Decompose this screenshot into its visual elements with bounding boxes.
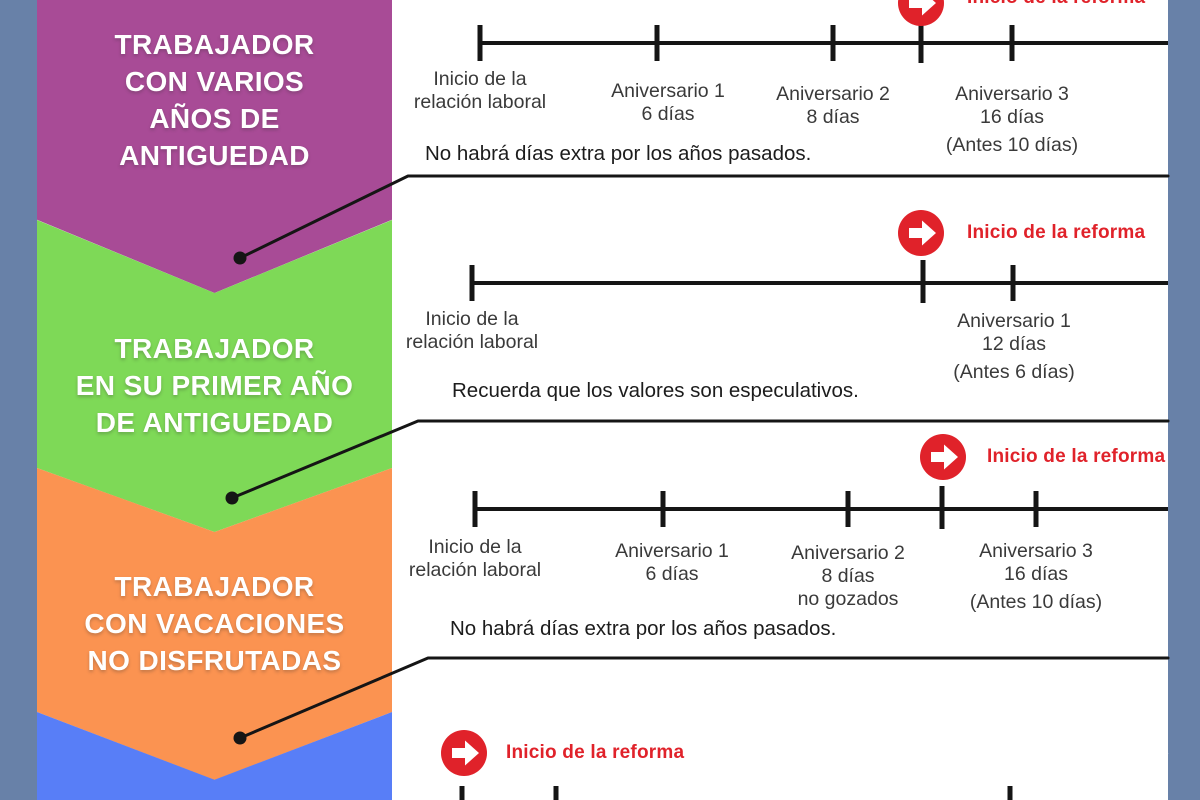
event-line-2: relación laboral (413, 91, 547, 113)
timeline-3-event-aniv3: Aniversario 3 16 días (Antes 10 días) (911, 540, 1161, 614)
timeline-1-axis (477, 20, 1168, 63)
event-line-2: relación laboral (408, 559, 542, 581)
reform-label: Inicio de la reforma (506, 742, 685, 763)
timeline-1-event-aniv2: Aniversario 2 8 días (708, 83, 958, 129)
event-line-2: 6 días (645, 563, 699, 585)
section-title-line: CON VARIOS (124, 66, 305, 97)
section-title-line: TRABAJADOR (114, 571, 315, 602)
event-line-1: Inicio de la (425, 308, 519, 330)
event-line-2: relación laboral (405, 331, 539, 353)
event-line-1: Aniversario 3 (955, 83, 1069, 105)
timeline-2-event-aniv1: Aniversario 1 12 días (Antes 6 días) (889, 310, 1139, 384)
event-line-1: Aniversario 2 (776, 83, 890, 105)
event-line-1: Aniversario 2 (791, 542, 905, 564)
arrow-right-icon (898, 210, 944, 256)
right-frame-strip (1168, 0, 1200, 800)
section-title-line: AÑOS DE (149, 103, 280, 134)
event-line-1: Aniversario 3 (979, 540, 1093, 562)
timeline-1-event-inicio: Inicio de la relación laboral (355, 68, 605, 114)
section-title-line: CON VACACIONES (84, 608, 345, 639)
section-title-line: ANTIGUEDAD (119, 140, 310, 171)
event-line-2: 16 días (980, 106, 1044, 128)
event-line-2: 16 días (1004, 563, 1068, 585)
event-line-2: 12 días (982, 333, 1046, 355)
timeline-2-axis (469, 260, 1168, 303)
left-frame-strip (0, 0, 37, 800)
event-line-2: 8 días (806, 106, 860, 128)
event-line-2: 8 días (821, 565, 875, 587)
reform-label: Inicio de la reforma (967, 222, 1146, 243)
reform-label: Inicio de la reforma (987, 446, 1166, 467)
event-line-1: Aniversario 1 (957, 310, 1071, 332)
timeline-2-event-inicio: Inicio de la relación laboral (347, 308, 597, 354)
watermark-x: X (1153, 733, 1170, 760)
section-title-line: EN SU PRIMER AÑO (75, 370, 354, 401)
timeline-3-event-aniv2: Aniversario 2 8 días no gozados (723, 542, 973, 611)
event-line-2: 6 días (641, 103, 695, 125)
timeline-1-event-aniv1: Aniversario 1 6 días (543, 80, 793, 126)
event-before-note: (Antes 10 días) (945, 134, 1079, 156)
arrow-right-icon (898, 0, 944, 26)
event-before-note: (Antes 10 días) (969, 591, 1103, 613)
reform-badge-2 (898, 210, 944, 256)
timeline-3-event-aniv1: Aniversario 1 6 días (547, 540, 797, 586)
timeline-4-axis (459, 786, 1013, 800)
timeline-1-event-aniv3: Aniversario 3 16 días (Antes 10 días) (887, 83, 1137, 157)
arrow-right-icon (441, 730, 487, 776)
event-line-1: Aniversario 1 (615, 540, 729, 562)
reform-badge-4 (441, 730, 487, 776)
event-line-1: Inicio de la (433, 68, 527, 90)
timeline-2-note: Recuerda que los valores son especulativ… (452, 379, 859, 402)
event-before-note: (Antes 6 días) (953, 361, 1075, 383)
event-line-1: Aniversario 1 (611, 80, 725, 102)
section-title-line: TRABAJADOR (114, 333, 315, 364)
arrow-right-icon (920, 434, 966, 480)
section-title-line: NO DISFRUTADAS (87, 645, 342, 676)
event-line-1: Inicio de la (428, 536, 522, 558)
section-title-line: DE ANTIGUEDAD (95, 407, 334, 438)
event-line-3: no gozados (797, 588, 899, 610)
reform-label: Inicio de la reforma (967, 0, 1145, 9)
section-title-varios-anos: TRABAJADOR CON VARIOS AÑOS DE ANTIGUEDAD (37, 26, 392, 174)
reform-badge-3 (920, 434, 966, 480)
timeline-3-axis (472, 486, 1168, 529)
timeline-3-note: No habrá días extra por los años pasados… (450, 617, 837, 640)
timeline-3-event-inicio: Inicio de la relación laboral (350, 536, 600, 582)
section-title-line: TRABAJADOR (114, 29, 315, 60)
section-title-primer-ano: TRABAJADOR EN SU PRIMER AÑO DE ANTIGUEDA… (37, 330, 392, 441)
reform-badge-1 (898, 0, 944, 26)
section-title-vacaciones: TRABAJADOR CON VACACIONES NO DISFRUTADAS (37, 568, 392, 679)
timeline-1-note: No habrá días extra por los años pasados… (425, 142, 812, 165)
